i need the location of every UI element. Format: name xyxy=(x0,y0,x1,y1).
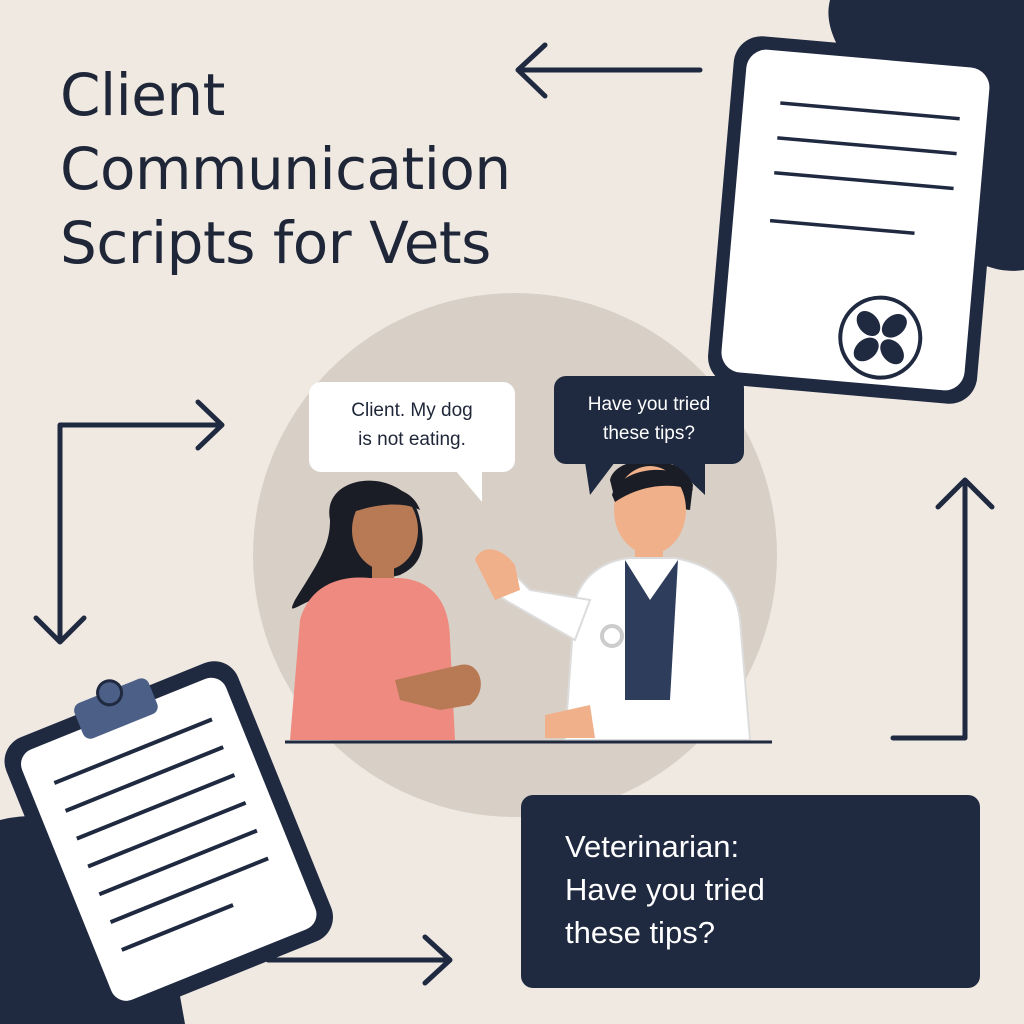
title-line: Communication xyxy=(60,135,511,203)
vet-bubble-tail xyxy=(585,462,705,495)
bubble-text: these tips? xyxy=(603,423,695,444)
client-figure xyxy=(290,480,481,740)
arrow-bottom-right-icon xyxy=(265,934,453,986)
client-speech-bubble: Client. My dog is not eating. xyxy=(309,382,515,472)
bubble-text: Client. My dog xyxy=(351,400,473,421)
bubble-text: Have you tried xyxy=(587,394,711,415)
client-bubble-tail xyxy=(455,470,482,502)
card-text: Veterinarian: xyxy=(565,829,740,864)
card-text: Have you tried xyxy=(565,872,765,907)
veterinarian-quote-card: Veterinarian: Have you tried these tips? xyxy=(521,795,980,988)
arrow-loop-left-icon xyxy=(33,399,225,645)
arrow-left-icon xyxy=(515,42,703,99)
page-title: Client Communication Scripts for Vets xyxy=(60,58,511,280)
vet-figure xyxy=(475,460,752,741)
title-line: Client xyxy=(60,61,225,129)
document-icon xyxy=(708,36,1003,404)
vet-speech-bubble: Have you tried these tips? xyxy=(554,376,744,464)
card-text: these tips? xyxy=(565,915,715,950)
arrow-up-right-icon xyxy=(890,477,995,741)
title-line: Scripts for Vets xyxy=(60,209,491,277)
bubble-text: is not eating. xyxy=(358,429,466,450)
clipboard-icon xyxy=(4,661,333,1018)
